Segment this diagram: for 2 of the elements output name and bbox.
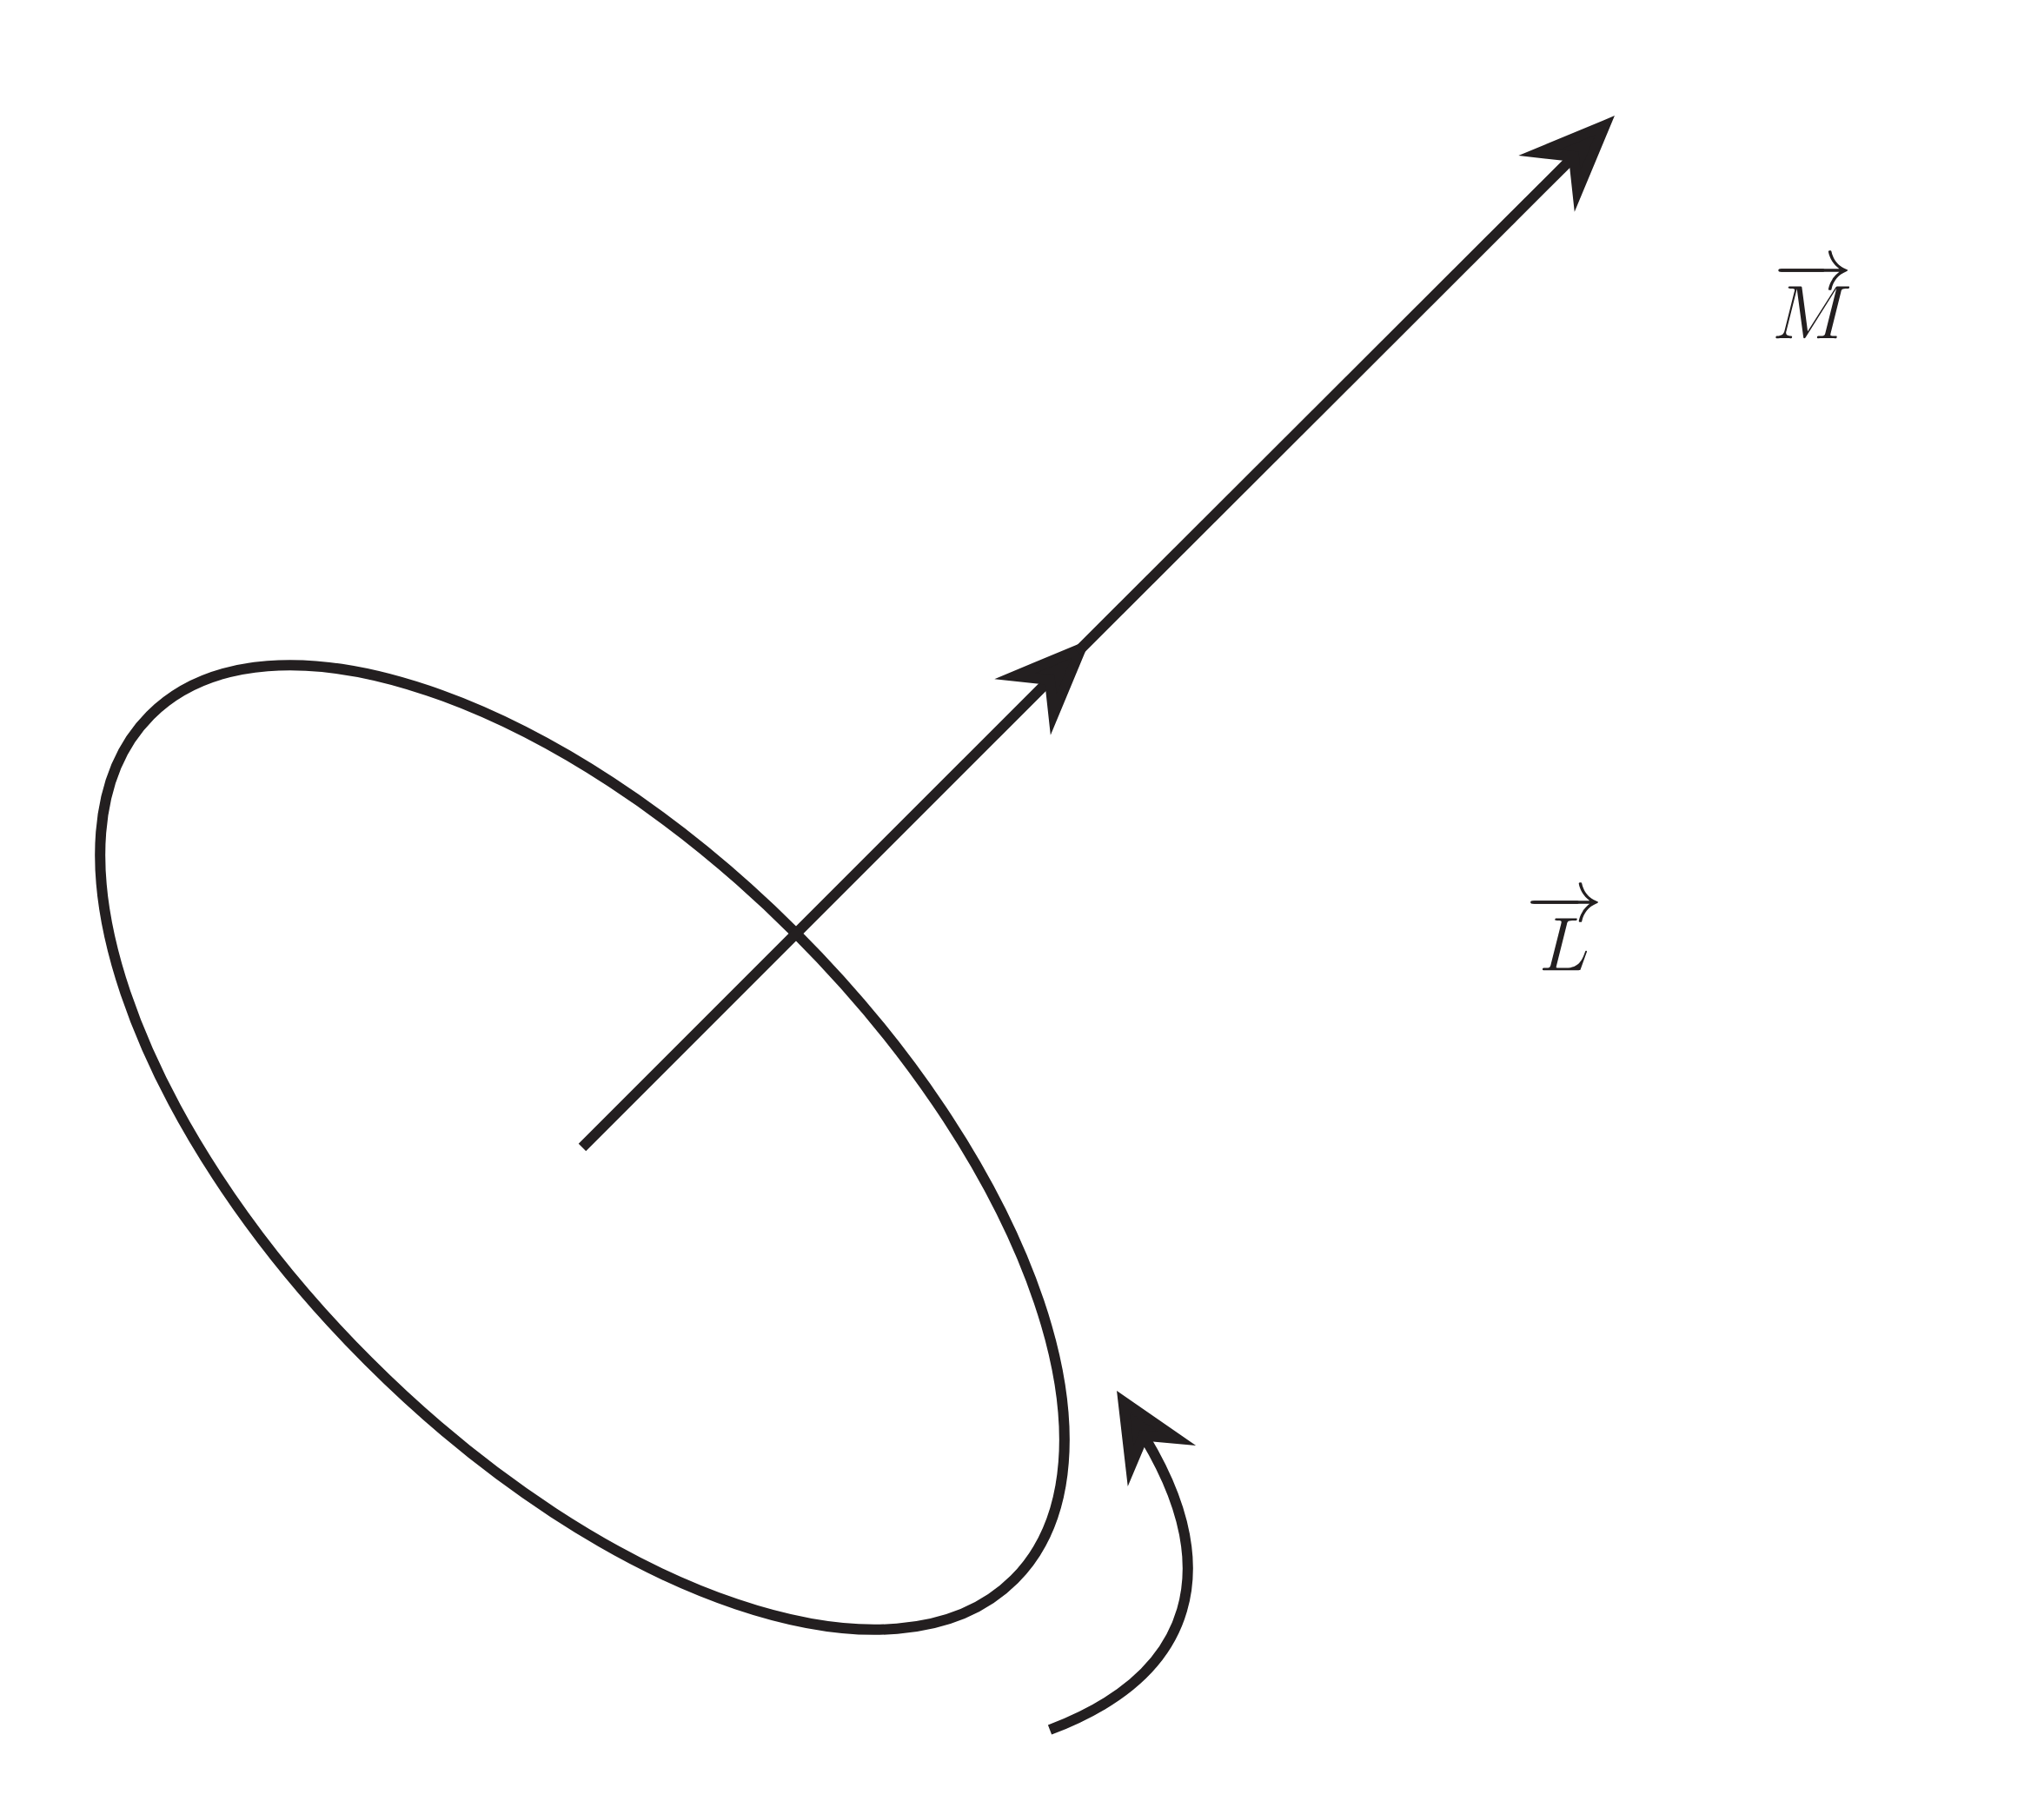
vector-label: $\overrightarrow{L}$ — [1530, 882, 1598, 971]
vector-label: $\overrightarrow{M}$ — [1775, 250, 1850, 339]
